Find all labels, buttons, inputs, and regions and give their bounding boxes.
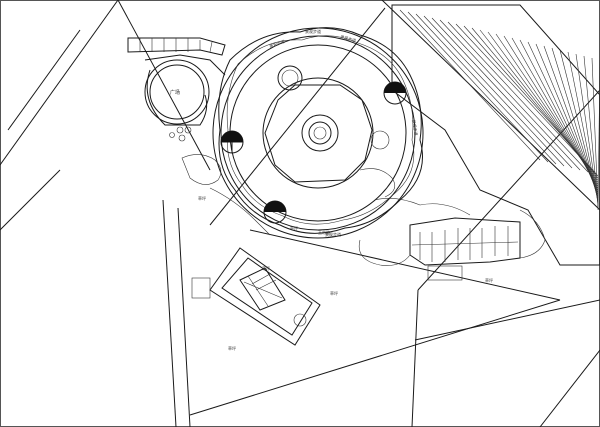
east-building (409, 217, 521, 281)
central-plaza (262, 65, 390, 189)
svg-text:景观步道: 景观步道 (411, 119, 420, 136)
hatch-line (567, 51, 599, 203)
hatch-line (559, 49, 599, 201)
hatch-line (455, 23, 597, 175)
plaza-circle: 广场 (144, 59, 210, 142)
svg-text:景观步道: 景观步道 (325, 231, 341, 237)
umbrella-1 (220, 130, 244, 154)
hatch-line (575, 53, 599, 205)
hatch-line (423, 15, 565, 167)
south-building (191, 247, 321, 346)
svg-text:景观步道: 景观步道 (305, 28, 321, 34)
svg-text:景观步道: 景观步道 (268, 38, 285, 49)
umbrellas (220, 81, 407, 224)
hatch-line (519, 39, 599, 191)
hatch-line (527, 41, 599, 193)
hatch-line (535, 43, 599, 195)
parking-building (127, 37, 226, 76)
lawn-label-2: 草坪 (262, 265, 270, 271)
hatch-line (431, 17, 573, 169)
umbrella-2 (263, 200, 287, 224)
svg-text:景观步道: 景观步道 (340, 33, 357, 43)
main-ring: 景观步道 景观步道 景观步道 景观步道 景观步道 (212, 27, 424, 239)
hatch-line (591, 57, 599, 209)
lawn-label-3: 草坪 (330, 290, 338, 296)
lawn-label-4: 草坪 (485, 277, 493, 283)
lawn-label-1: 草坪 (198, 195, 206, 201)
hatch-line (439, 19, 581, 171)
garden-paths (181, 154, 546, 266)
hatch-line (407, 11, 549, 163)
hatch-line (551, 47, 599, 199)
lawn-label-6: 草坪 (290, 225, 298, 231)
plaza-label: 广场 (170, 89, 180, 96)
umbrella-3 (383, 81, 407, 105)
hatch-line (415, 13, 557, 165)
hatch-line (399, 9, 541, 161)
hatch-line (447, 21, 589, 173)
jade-road-label: 玉带路 (318, 229, 330, 235)
hatched-slope (391, 4, 600, 266)
lawn-label-5: 草坪 (228, 345, 236, 351)
hatch-line (583, 55, 599, 207)
lawn-labels: 草坪 草坪 草坪 草坪 草坪 草坪 玉带路 (198, 195, 493, 351)
hatch-line (543, 45, 599, 197)
